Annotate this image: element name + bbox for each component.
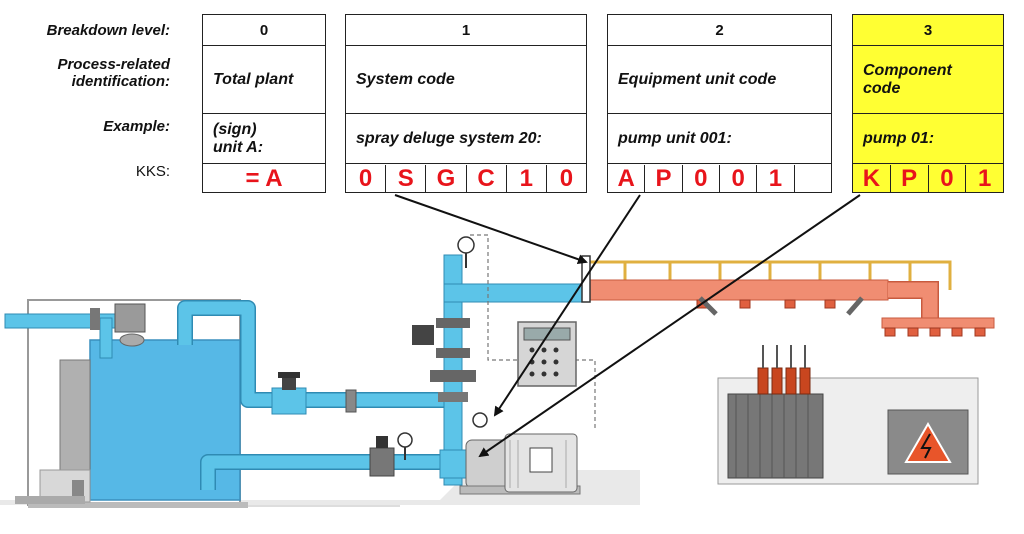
valve-icon — [369, 436, 395, 477]
motor — [504, 433, 578, 493]
spray-nozzle — [846, 296, 864, 316]
group-1-example-text: spray deluge system 20: — [356, 129, 542, 147]
water-tank — [15, 299, 248, 508]
group-3-example-text: pump 01: — [863, 129, 935, 147]
group-1-kks: 0 S G C 1 0 — [346, 165, 586, 192]
control-panel — [517, 321, 577, 387]
group-0-example: (sign) unit A: — [203, 114, 325, 164]
group-2-level: 2 — [608, 15, 831, 46]
group-0-description-text: Total plant — [213, 70, 294, 88]
kks-char: G — [426, 165, 467, 192]
group-2-description-text: Equipment unit code — [618, 70, 777, 88]
kks-char: 0 — [929, 165, 967, 192]
group-0-level: 0 — [203, 15, 325, 46]
kks-char: 0 — [346, 165, 387, 192]
pressure-gauge-icon — [472, 412, 488, 428]
kks-char: P — [645, 165, 683, 192]
kks-char: S — [386, 165, 427, 192]
transformer — [717, 345, 979, 485]
group-2-example-text: pump unit 001: — [618, 129, 732, 147]
label-example: Example: — [103, 118, 170, 135]
label-process-related: Process-related identification: — [57, 56, 170, 90]
kks-char: 1 — [757, 165, 795, 192]
group-2-kks: A P 0 0 1 — [608, 165, 831, 192]
group-3-level: 3 — [853, 15, 1003, 46]
group-1-example: spray deluge system 20: — [346, 114, 586, 164]
pressure-gauge-icon — [397, 432, 413, 460]
group-3-description: Component code — [853, 46, 1003, 114]
spray-nozzle — [698, 296, 718, 316]
riser-pipe — [412, 254, 585, 486]
inlet-pipe — [4, 303, 146, 359]
kks-group-level-1: 1 System code spray deluge system 20: 0 … — [345, 14, 587, 193]
label-kks: KKS: — [135, 163, 170, 180]
pressure-gauge-icon — [457, 236, 475, 268]
kks-char: A — [608, 165, 646, 192]
arrow-component — [478, 194, 861, 458]
group-3-description-line2: code — [863, 79, 901, 97]
valve-icon — [345, 389, 357, 413]
spray-deluge-piping — [581, 255, 995, 337]
label-breakdown-level: Breakdown level: — [46, 22, 170, 39]
group-3-example: pump 01: — [853, 114, 1003, 164]
arrow-equipment-unit — [493, 194, 641, 417]
suction-pipe — [177, 300, 450, 490]
group-3-description-line1: Component — [863, 61, 952, 79]
group-0-example-line2: unit A: — [213, 138, 264, 156]
group-1-level: 1 — [346, 15, 586, 46]
label-process-related-line1: Process-related — [57, 56, 170, 73]
kks-char: = A — [245, 164, 283, 192]
group-0-description: Total plant — [203, 46, 325, 114]
label-process-related-line2: identification: — [71, 73, 170, 90]
kks-char: 0 — [559, 164, 574, 192]
kks-char: P — [891, 165, 929, 192]
kks-group-level-2: 2 Equipment unit code pump unit 001: A P… — [607, 14, 832, 193]
arrow-system-code — [394, 194, 588, 265]
group-2-example: pump unit 001: — [608, 114, 831, 164]
kks-group-level-3: 3 Component code pump 01: K P 0 1 — [852, 14, 1004, 193]
signal-line — [575, 359, 596, 430]
valve-icon — [271, 372, 307, 415]
group-0-example-line1: (sign) — [213, 120, 257, 138]
kks-group-level-0: 0 Total plant (sign) unit A: = A — [202, 14, 326, 193]
high-voltage-warning-icon — [904, 422, 952, 463]
signal-line — [470, 234, 520, 361]
kks-char: 1 — [507, 165, 547, 192]
kks-char: 0 — [720, 165, 758, 192]
group-0-kks: = A — [203, 165, 325, 192]
group-2-description: Equipment unit code — [608, 46, 831, 114]
group-1-description: System code — [346, 46, 586, 114]
group-1-description-text: System code — [356, 70, 455, 88]
kks-char: K — [853, 165, 891, 192]
kks-char: 1 — [977, 164, 992, 192]
kks-char: 0 — [683, 165, 720, 192]
kks-char: C — [467, 165, 507, 192]
group-3-kks: K P 0 1 — [853, 165, 1003, 192]
